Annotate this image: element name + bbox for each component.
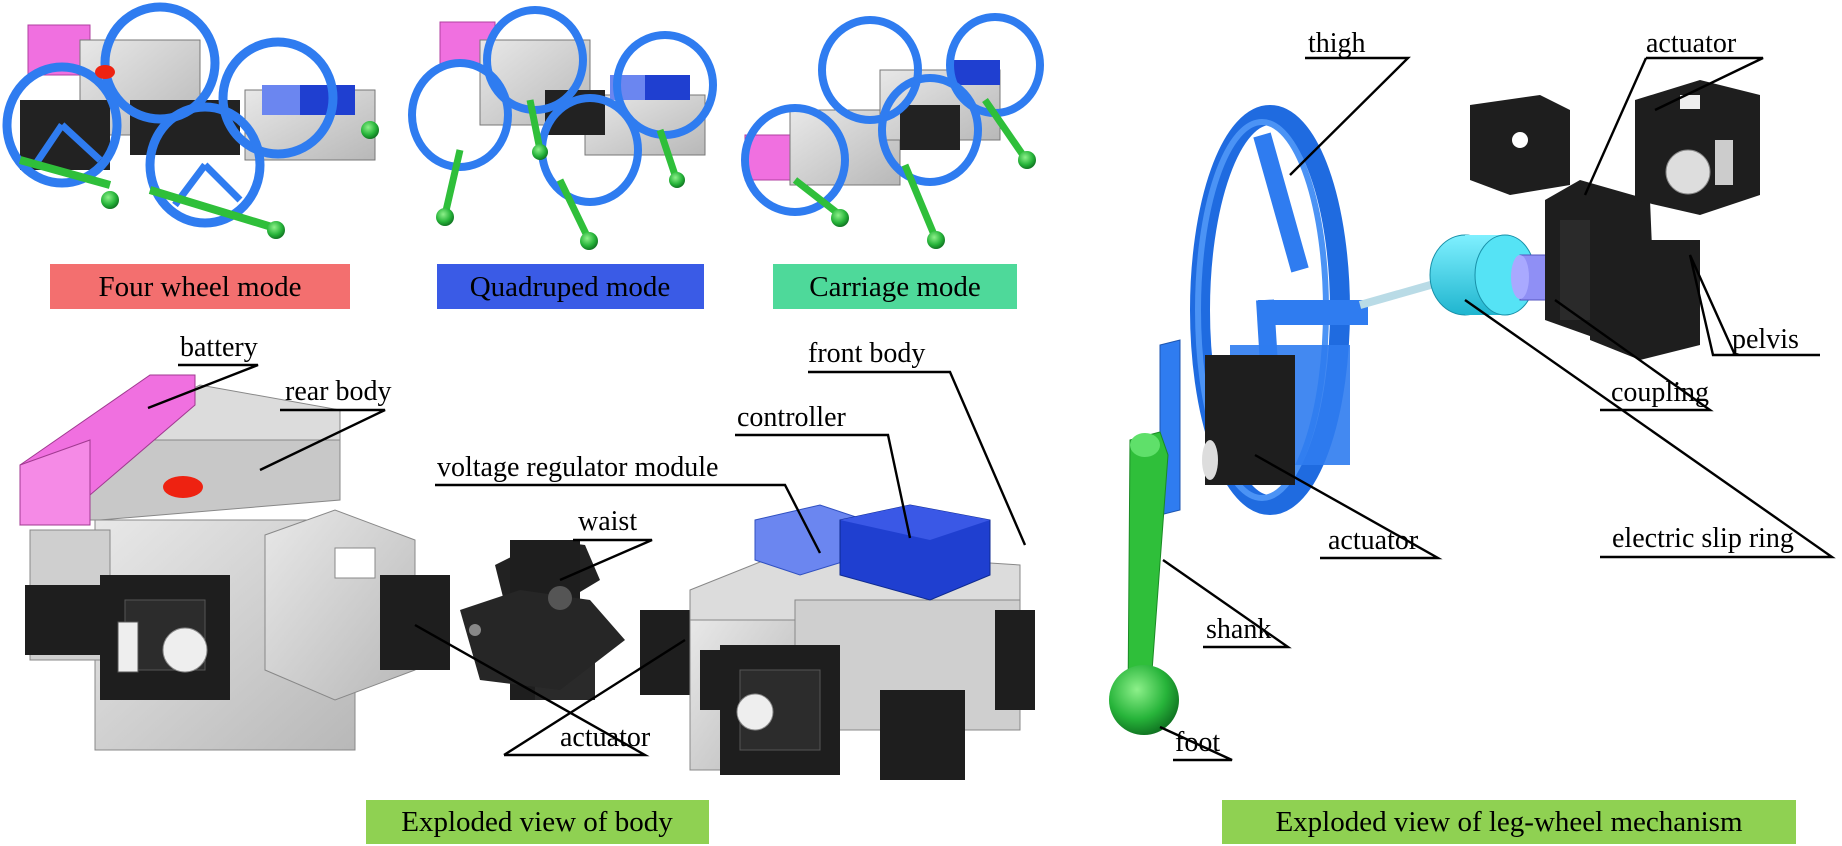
label-electric-slip-ring: electric slip ring bbox=[1612, 523, 1794, 554]
quadruped-mode-illustration bbox=[408, 6, 717, 250]
four-wheel-label: Four wheel mode bbox=[99, 271, 302, 303]
mode-label-carriage: Carriage mode bbox=[773, 264, 1017, 309]
label-front-body: front body bbox=[808, 338, 925, 369]
leg-wheel-exploded-illustration bbox=[1109, 80, 1760, 735]
body-caption-bg bbox=[366, 800, 709, 844]
label-pelvis: pelvis bbox=[1732, 324, 1799, 355]
carriage-label-bg bbox=[773, 264, 1017, 309]
label-actuator-mid: actuator bbox=[1328, 525, 1419, 556]
label-coupling: coupling bbox=[1611, 377, 1709, 408]
label-actuator-top: actuator bbox=[1646, 28, 1737, 59]
label-rear-body: rear body bbox=[285, 376, 392, 407]
leg-caption-bg bbox=[1222, 800, 1796, 844]
label-voltage-regulator: voltage regulator module bbox=[437, 452, 718, 483]
label-thigh: thigh bbox=[1308, 28, 1366, 59]
four-wheel-label-bg bbox=[50, 264, 350, 309]
label-foot: foot bbox=[1175, 727, 1220, 758]
body-caption: Exploded view of body bbox=[401, 806, 673, 838]
body-leader-lines bbox=[147, 363, 1027, 757]
carriage-label: Carriage mode bbox=[809, 271, 981, 303]
mode-label-four-wheel: Four wheel mode bbox=[50, 264, 350, 309]
quadruped-label-bg bbox=[437, 264, 704, 309]
label-actuator-body: actuator bbox=[560, 722, 651, 753]
quadruped-label: Quadruped mode bbox=[470, 271, 671, 303]
body-exploded-illustration bbox=[19, 374, 1035, 780]
label-waist: waist bbox=[578, 506, 637, 537]
four-wheel-mode-illustration bbox=[2, 2, 379, 239]
mode-label-quadruped: Quadruped mode bbox=[437, 264, 704, 309]
label-battery: battery bbox=[180, 332, 258, 363]
label-controller: controller bbox=[737, 402, 847, 433]
leg-caption: Exploded view of leg-wheel mechanism bbox=[1275, 806, 1743, 838]
carriage-mode-illustration bbox=[741, 13, 1044, 249]
leg-leader-lines bbox=[1159, 56, 1836, 762]
label-shank: shank bbox=[1206, 614, 1271, 645]
